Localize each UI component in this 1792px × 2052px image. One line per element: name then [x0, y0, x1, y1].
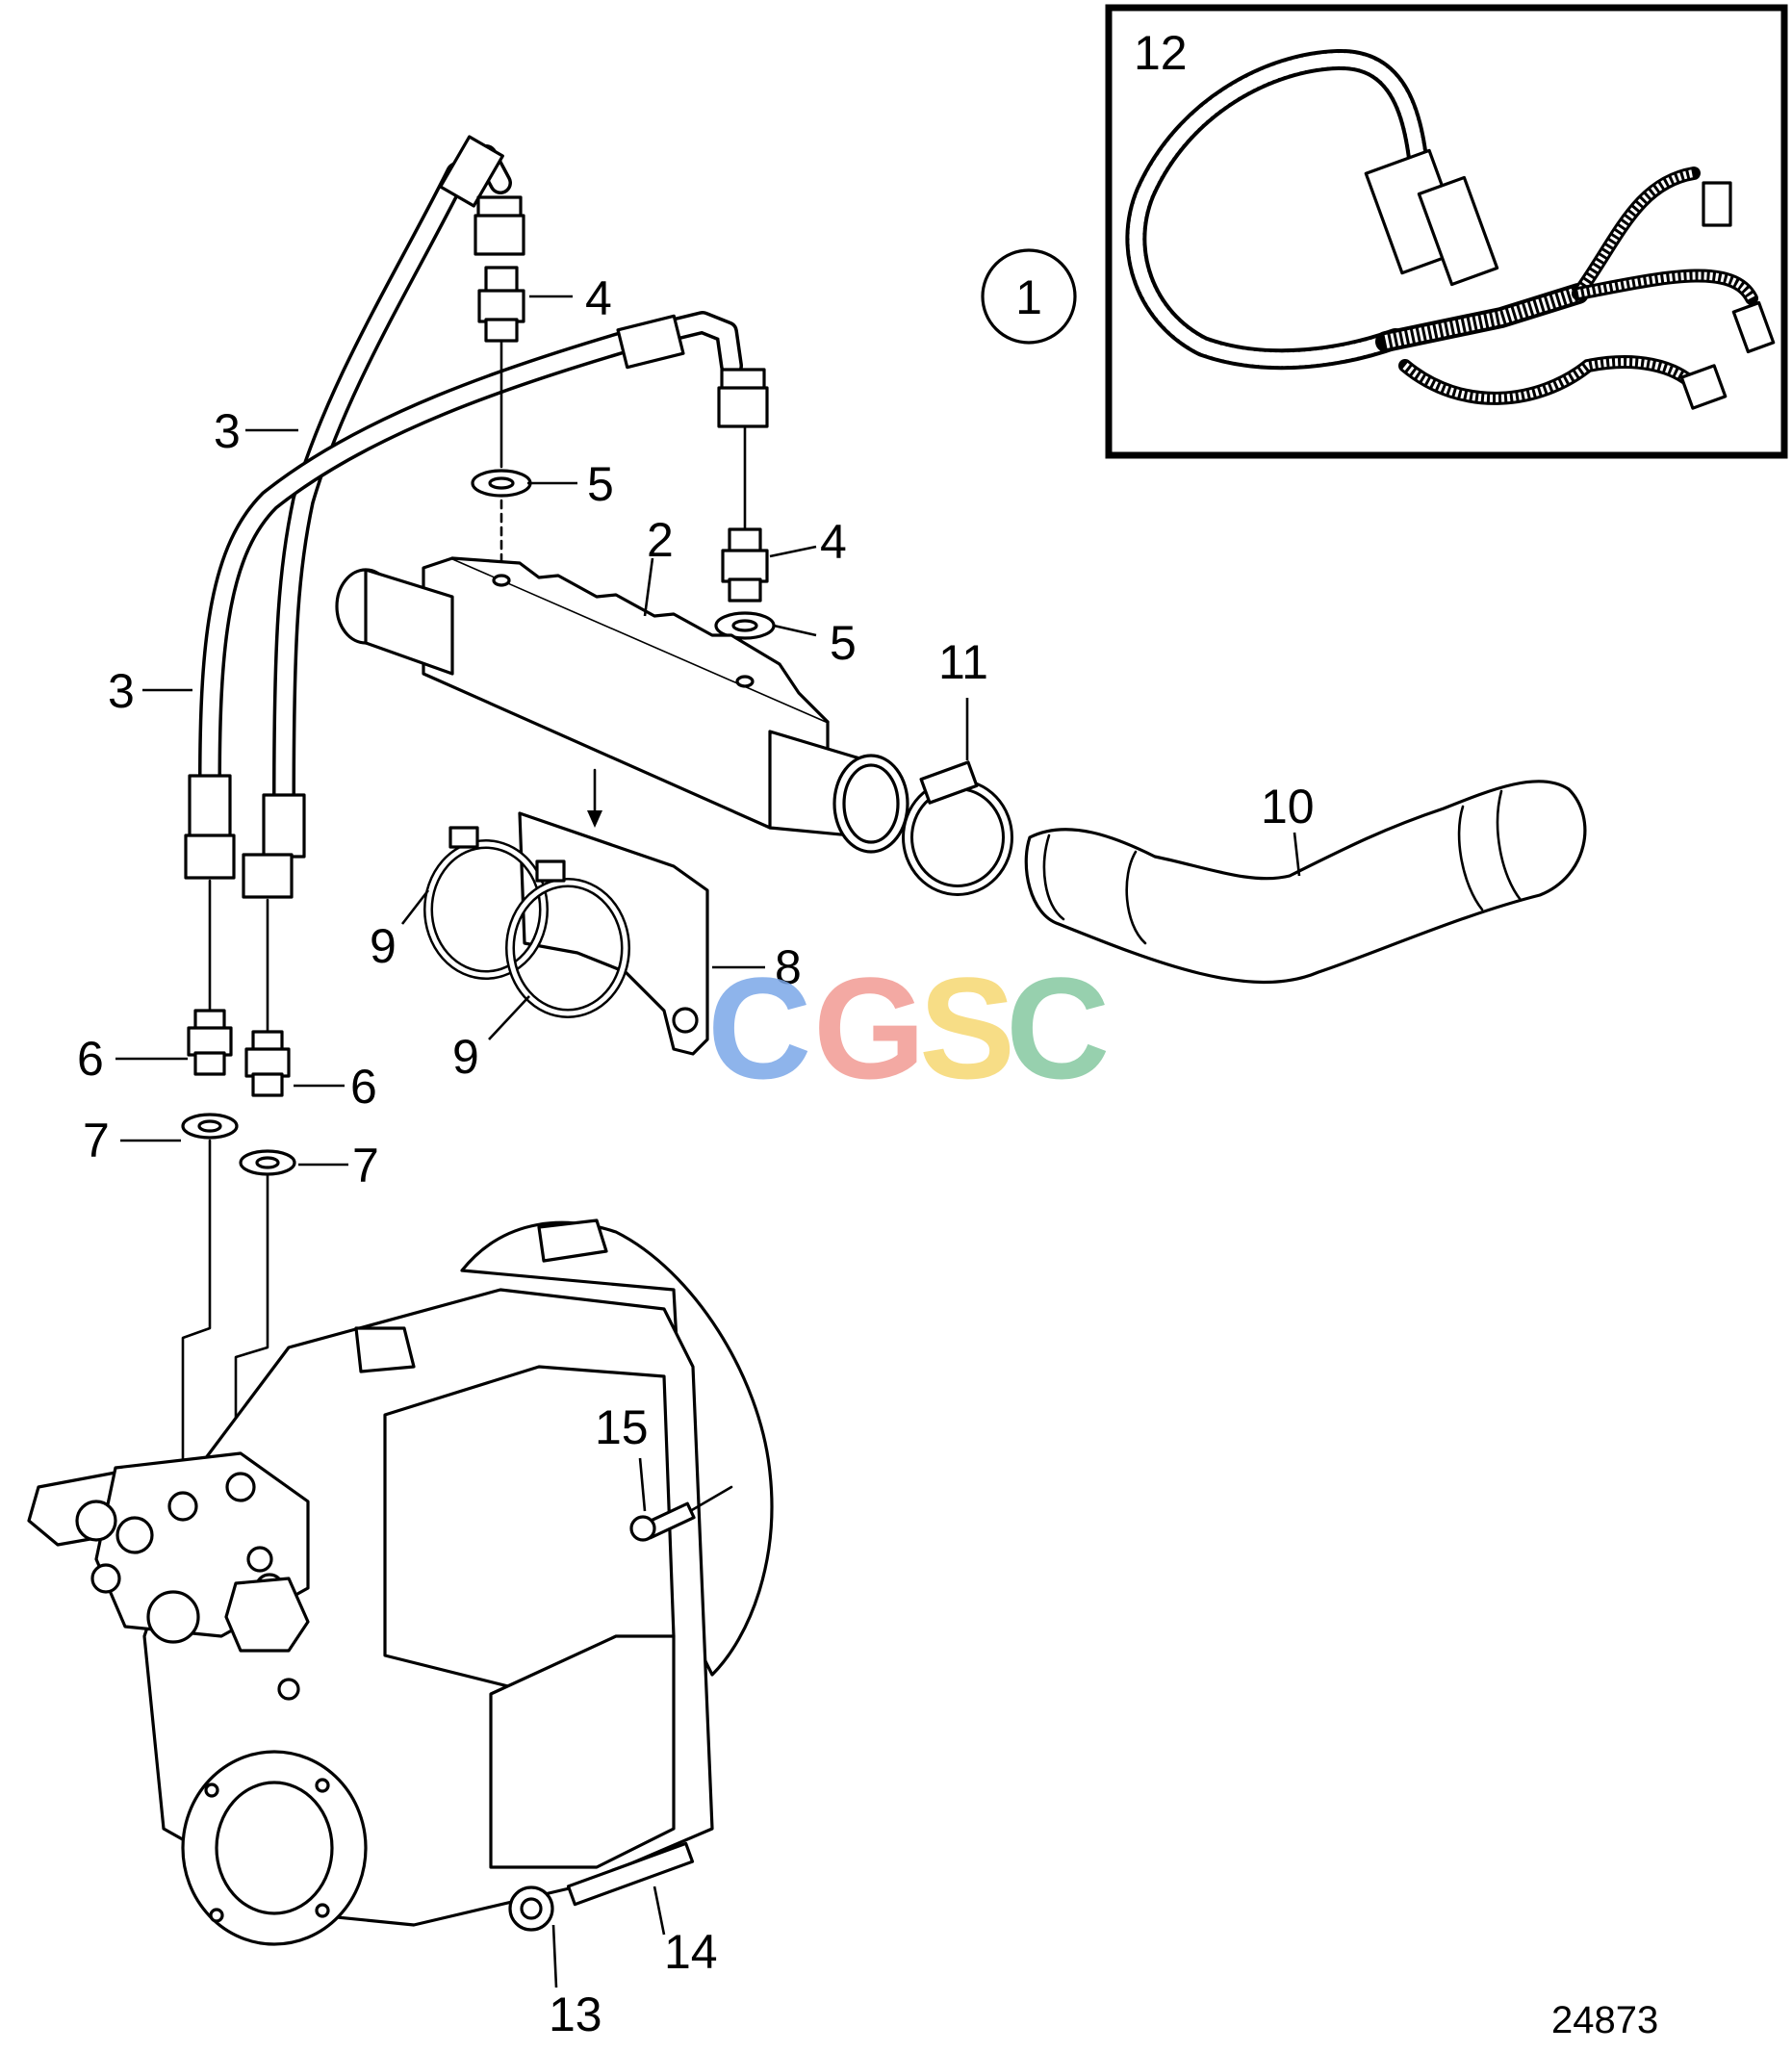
leader-lines [115, 295, 1301, 1988]
callout-13: 13 [549, 1988, 602, 2041]
hose-clamps-9 [423, 826, 630, 1018]
watermark-letter: S [919, 947, 1015, 1109]
screw-15 [629, 1485, 733, 1542]
callout-labels: 3 3 4 4 5 5 2 11 10 8 9 9 6 6 7 7 15 13 … [77, 271, 1315, 2041]
callout-6: 6 [77, 1032, 104, 1086]
callout-2: 2 [647, 513, 674, 567]
callout-4: 4 [820, 515, 847, 569]
callout-9: 9 [452, 1030, 479, 1084]
union-fittings [477, 266, 769, 680]
inset-panel: 12 [1105, 4, 1788, 459]
callout-10: 10 [1261, 780, 1315, 834]
stud-14 [566, 1841, 695, 1907]
callout-8: 8 [775, 940, 802, 994]
wiring-harness-drawing [1125, 48, 1776, 410]
callout-5: 5 [587, 457, 614, 511]
adapters-6 [187, 879, 291, 1097]
callout-11: 11 [938, 635, 988, 689]
drawing-number: 24873 [1551, 1999, 1658, 2041]
coolant-hose-10 [1024, 780, 1587, 984]
reverse-gearbox [27, 1218, 774, 1946]
oil-cooler [335, 556, 909, 854]
hose-clamp-11 [902, 760, 1013, 896]
callout-15: 15 [595, 1400, 649, 1454]
bracket-8 [518, 811, 709, 1056]
callout-5: 5 [830, 616, 857, 670]
callout-14: 14 [664, 1925, 718, 1979]
callout-3: 3 [214, 404, 241, 458]
nut-13 [508, 1885, 554, 1932]
callout-6: 6 [350, 1060, 377, 1114]
watermark-letter: C [1006, 947, 1110, 1109]
variant-reference: 1 [981, 248, 1077, 345]
variant-reference-label: 1 [1015, 270, 1042, 324]
callout-3: 3 [108, 664, 135, 718]
watermark-letter: C [707, 947, 811, 1109]
sealing-washers-7 [181, 1113, 296, 1465]
callout-7: 7 [83, 1114, 110, 1167]
oil-pipes [184, 135, 769, 899]
sealing-washers-5 [471, 469, 776, 640]
watermark: C G S C [707, 947, 1110, 1109]
callout-7: 7 [352, 1139, 379, 1193]
watermark-letter: G [813, 947, 926, 1109]
callout-12: 12 [1134, 26, 1188, 80]
callout-9: 9 [370, 919, 397, 973]
callout-4: 4 [585, 271, 612, 325]
